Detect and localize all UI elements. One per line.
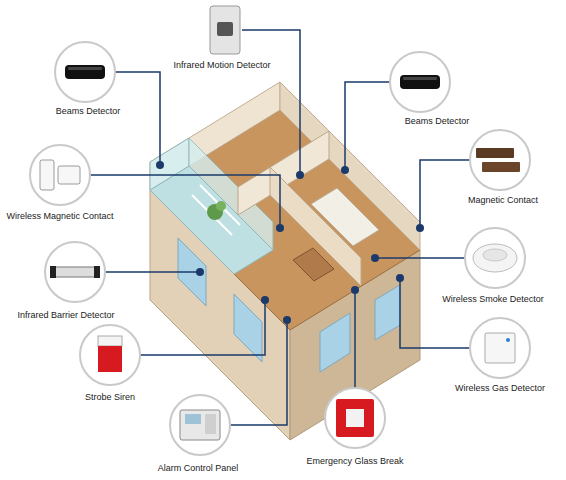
leader-lines xyxy=(230,320,287,425)
leader-dots xyxy=(156,161,164,169)
furniture xyxy=(311,188,379,246)
motion-detector-icon xyxy=(217,22,233,36)
control-panel-icon xyxy=(180,410,220,440)
windows xyxy=(375,285,400,340)
furniture xyxy=(216,201,226,211)
magnetic-contact-icon xyxy=(482,162,520,172)
device-label: Alarm Control Panel xyxy=(158,463,239,474)
leader-dots xyxy=(371,254,379,262)
glass-break-icon xyxy=(336,399,374,437)
leader-lines xyxy=(90,175,280,228)
strobe-siren-icon xyxy=(98,336,122,372)
infrared-barrier-icon xyxy=(50,266,100,278)
windows xyxy=(234,294,262,362)
leader-lines xyxy=(115,72,160,165)
leader-lines xyxy=(375,257,465,259)
device-label: Strobe Siren xyxy=(85,392,135,403)
beams-detector-icon xyxy=(65,65,105,79)
smoke-detector-icon xyxy=(473,244,517,272)
icon-circles xyxy=(30,42,530,455)
gas-detector-icon xyxy=(506,338,510,342)
leader-lines xyxy=(354,290,356,388)
infrared-barrier-icon xyxy=(50,266,56,278)
icon-circles xyxy=(55,42,115,102)
leader-dots xyxy=(341,166,349,174)
leader-lines xyxy=(90,30,470,425)
magnetic-contact-icon xyxy=(476,148,520,172)
beams-detector-icon xyxy=(403,77,437,80)
device-label: Beams Detector xyxy=(56,106,121,117)
icon-circles xyxy=(470,318,530,378)
leader-dots xyxy=(276,224,284,232)
infrared-barrier-icon xyxy=(52,267,98,277)
motion-detector-icon xyxy=(210,6,240,54)
icon-circles xyxy=(465,228,525,288)
glass-stair-area xyxy=(150,138,273,274)
leader-dots xyxy=(196,268,204,276)
magnetic-contact-icon xyxy=(476,148,514,158)
device-label: Beams Detector xyxy=(405,116,470,127)
leader-dots xyxy=(296,171,304,179)
leader-dots xyxy=(283,316,291,324)
leader-dots xyxy=(416,224,424,232)
strobe-siren-icon xyxy=(98,346,122,372)
leader-lines xyxy=(242,30,300,175)
strobe-siren-icon xyxy=(98,336,122,346)
smoke-detector-icon xyxy=(483,249,507,261)
device-label: Emergency Glass Break xyxy=(306,456,403,467)
glass-stair-area xyxy=(192,195,232,235)
gas-detector-icon xyxy=(485,333,515,363)
leader-lines xyxy=(105,271,200,273)
leader-dots xyxy=(156,161,424,324)
wireless-magnetic-contact-icon xyxy=(40,160,54,190)
control-panel-icon xyxy=(185,414,201,424)
wireless-magnetic-contact-icon xyxy=(40,160,80,190)
wireless-magnetic-contact-icon xyxy=(58,166,80,184)
windows xyxy=(320,313,350,372)
glass-break-icon xyxy=(336,399,374,437)
control-panel-icon xyxy=(205,414,216,434)
beams-detector-icon xyxy=(68,67,102,70)
icon-circles xyxy=(80,325,140,385)
furniture xyxy=(293,248,334,281)
leader-lines xyxy=(400,278,470,348)
icon-circles xyxy=(470,130,530,190)
leader-dots xyxy=(261,296,269,304)
leader-dots xyxy=(396,274,404,282)
icon-circles xyxy=(170,395,230,455)
beams-detector-icon xyxy=(400,75,440,89)
infrared-barrier-icon xyxy=(94,266,100,278)
leader-lines xyxy=(420,160,470,228)
device-label: Wireless Smoke Detector xyxy=(442,294,544,305)
motion-detector-icon xyxy=(210,6,240,54)
leader-lines xyxy=(345,82,390,170)
icon-circles xyxy=(45,242,105,302)
glass-stair-area xyxy=(150,138,189,190)
icon-circles xyxy=(325,388,385,448)
house-walls xyxy=(150,82,420,440)
icon-circles xyxy=(30,145,90,205)
glass-break-icon xyxy=(346,409,364,427)
device-label: Wireless Gas Detector xyxy=(455,383,545,394)
windows xyxy=(178,238,400,372)
furniture xyxy=(207,188,379,281)
leader-lines xyxy=(140,300,265,355)
glass-stair-area xyxy=(200,185,240,225)
gas-detector-icon xyxy=(485,333,515,363)
control-panel-icon xyxy=(180,410,220,440)
device-label: Infrared Barrier Detector xyxy=(17,310,114,321)
icon-circles xyxy=(390,52,450,112)
smoke-detector-icon xyxy=(473,244,517,272)
device-label: Wireless Magnetic Contact xyxy=(6,211,113,222)
leader-dots xyxy=(351,286,359,294)
device-label: Magnetic Contact xyxy=(468,195,538,206)
device-label: Infrared Motion Detector xyxy=(173,60,270,71)
